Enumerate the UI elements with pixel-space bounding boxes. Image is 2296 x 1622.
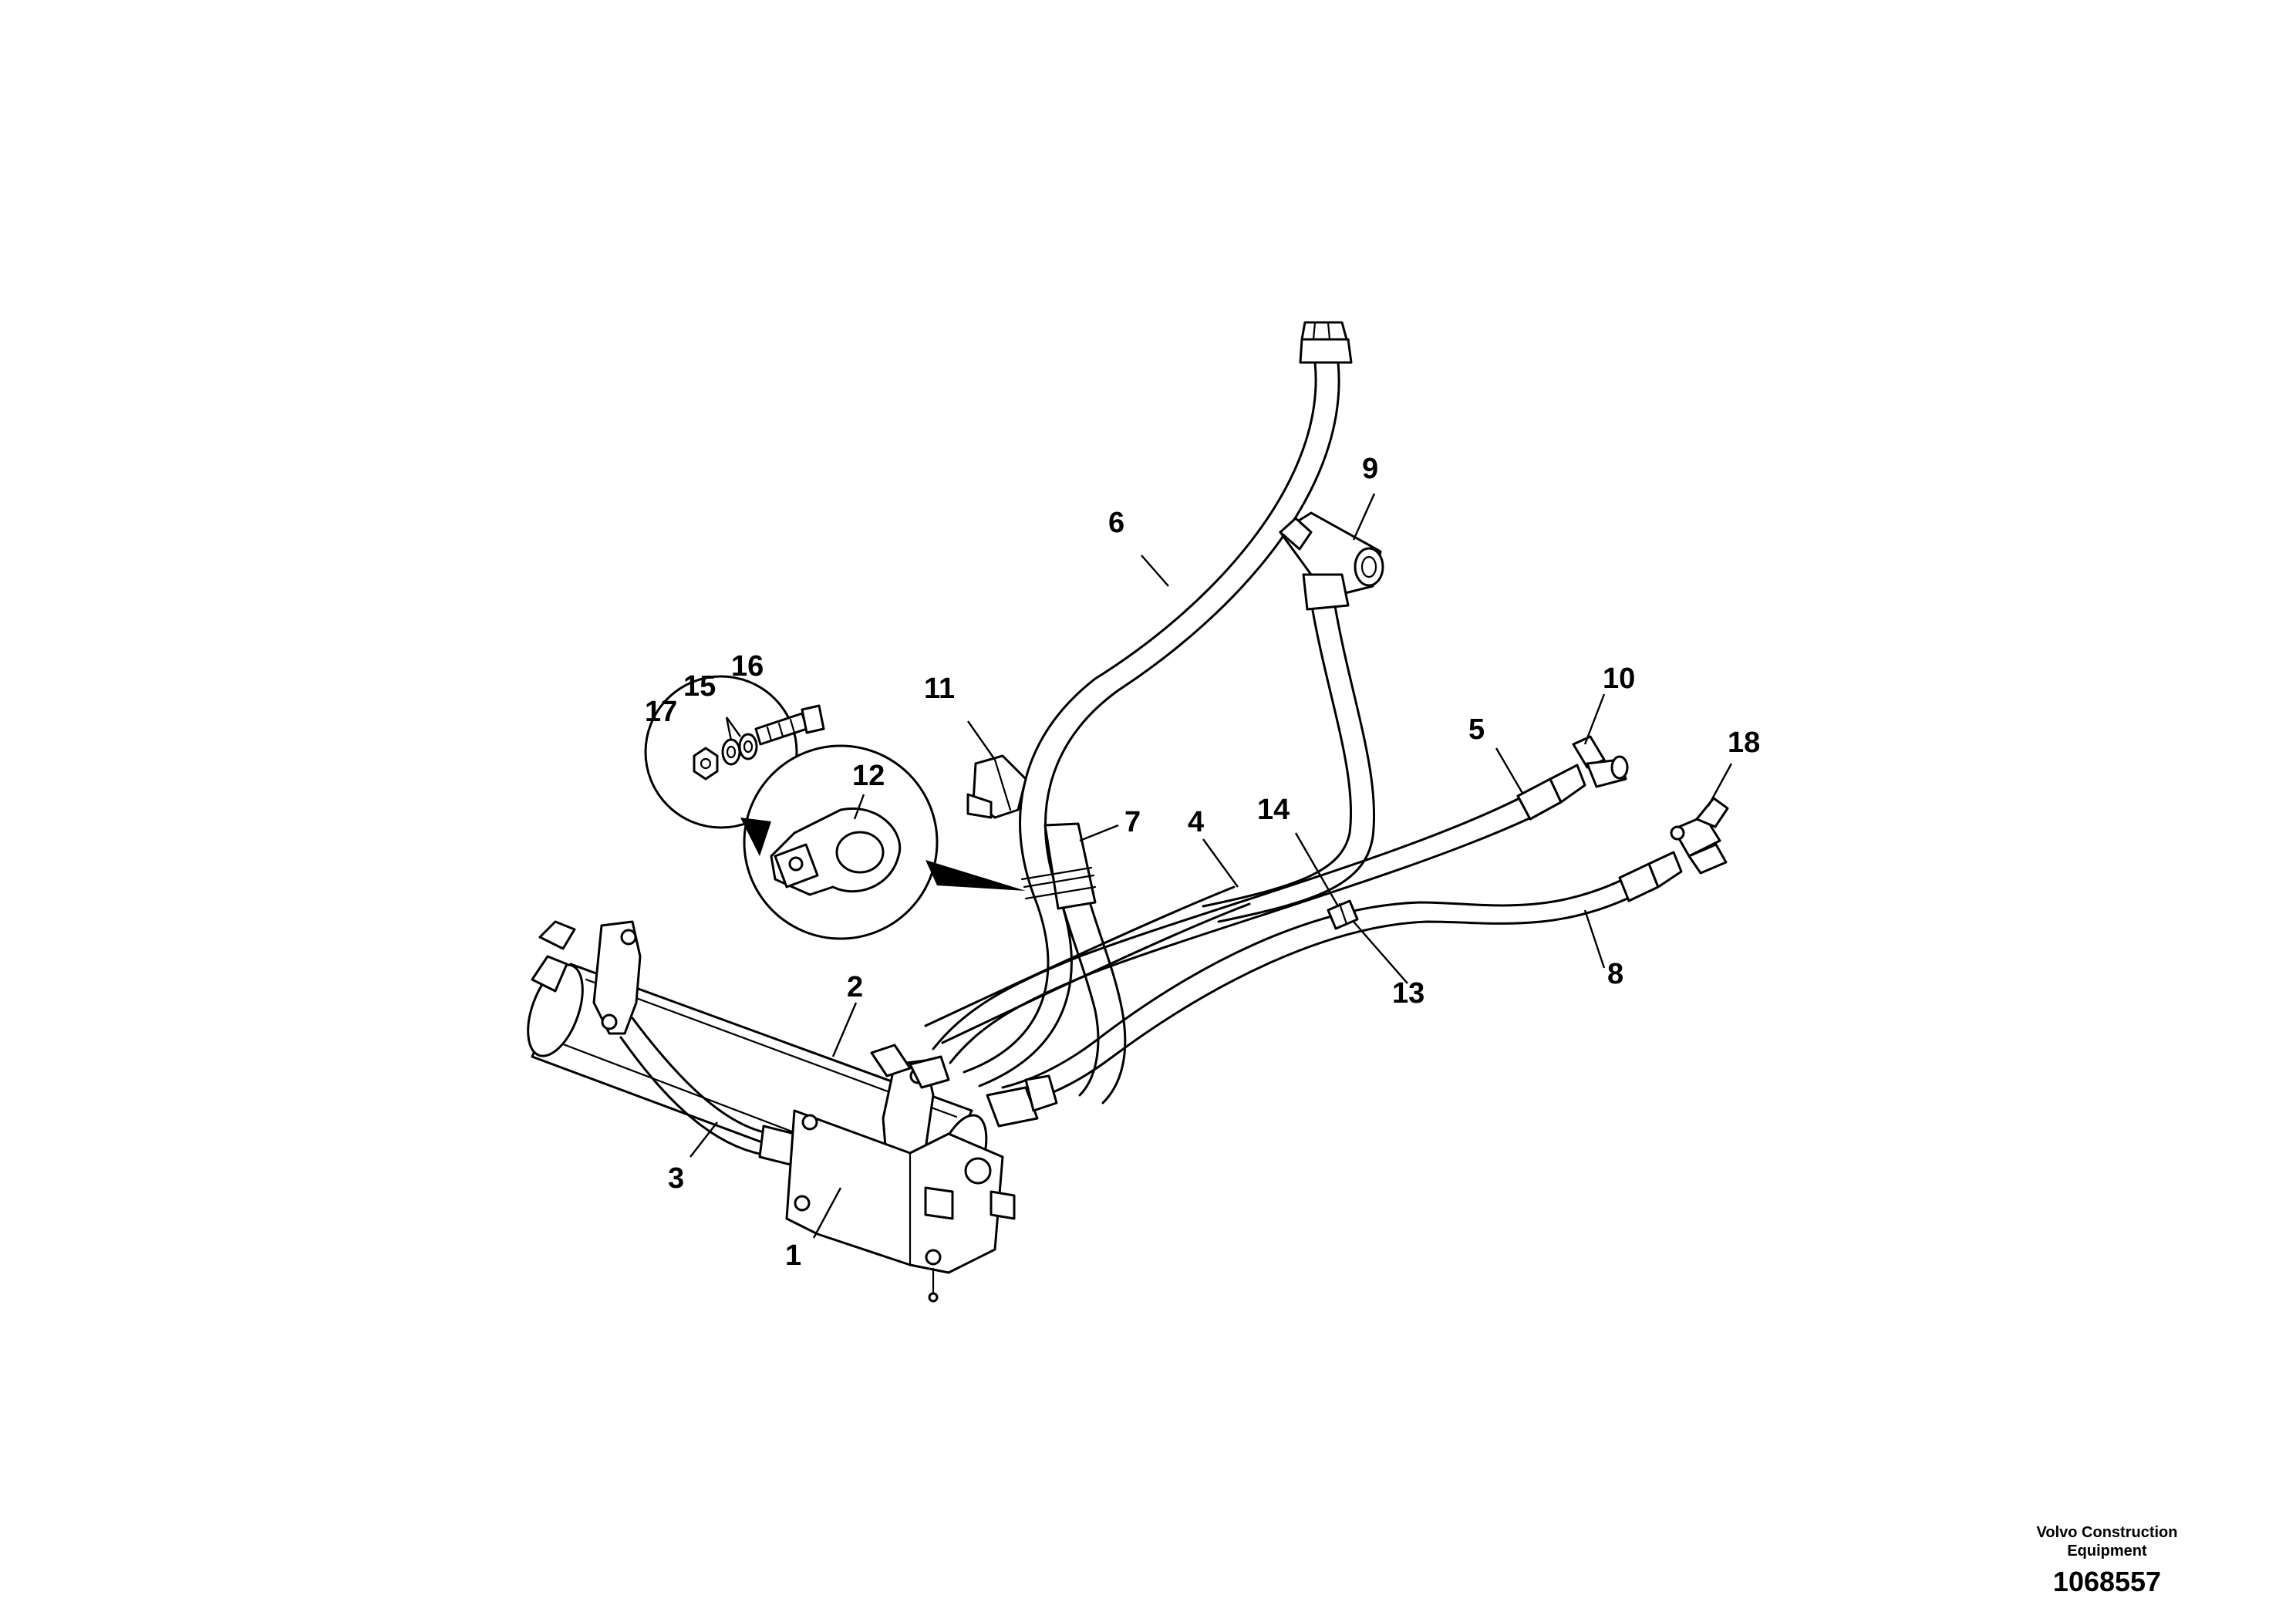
fitting-18	[1670, 797, 1729, 875]
hose-5	[932, 764, 1586, 1064]
callout-1: 1	[785, 1239, 801, 1272]
callout-15: 15	[683, 670, 716, 703]
callout-2: 2	[847, 971, 863, 1003]
callout-5: 5	[1468, 713, 1485, 746]
callout-7: 7	[1124, 806, 1141, 838]
hose-9-branch	[1202, 600, 1376, 923]
callout-4: 4	[1188, 806, 1204, 838]
callout-13: 13	[1392, 977, 1424, 1010]
valve-top-connectors	[870, 1044, 1058, 1128]
callout-3: 3	[668, 1162, 684, 1195]
hose-8	[1001, 851, 1683, 1106]
document-number: 1068557	[2052, 1566, 2162, 1597]
leader-lines	[689, 493, 1733, 1239]
hose-7	[1020, 822, 1127, 1104]
callout-18: 18	[1728, 727, 1760, 759]
callout-9: 9	[1362, 453, 1378, 485]
valve-block-1	[785, 1109, 1016, 1303]
callout-12: 12	[852, 760, 885, 792]
callout-16: 16	[731, 650, 764, 683]
publisher-label: Volvo Construction Equipment	[1980, 1523, 2234, 1560]
detail-pointer-hardware	[740, 818, 771, 856]
elbow-fitting-11	[966, 754, 1027, 819]
publisher-line-2: Equipment	[2067, 1543, 2147, 1560]
callout-14: 14	[1257, 794, 1290, 826]
callout-11: 11	[924, 673, 955, 705]
hose-4	[924, 885, 1251, 1044]
clamp-13	[1327, 899, 1359, 930]
detail-circle-clamp	[743, 744, 939, 940]
callout-17: 17	[645, 696, 677, 728]
callout-10: 10	[1603, 663, 1635, 695]
tee-fitting-10	[1572, 735, 1629, 788]
detail-pointer-clamp	[925, 860, 1026, 891]
callout-6: 6	[1108, 507, 1124, 539]
tee-fitting-9	[1279, 511, 1384, 611]
hose-6	[963, 321, 1353, 1088]
publisher-line-1: Volvo Construction	[2036, 1524, 2178, 1541]
callout-8: 8	[1607, 958, 1623, 990]
